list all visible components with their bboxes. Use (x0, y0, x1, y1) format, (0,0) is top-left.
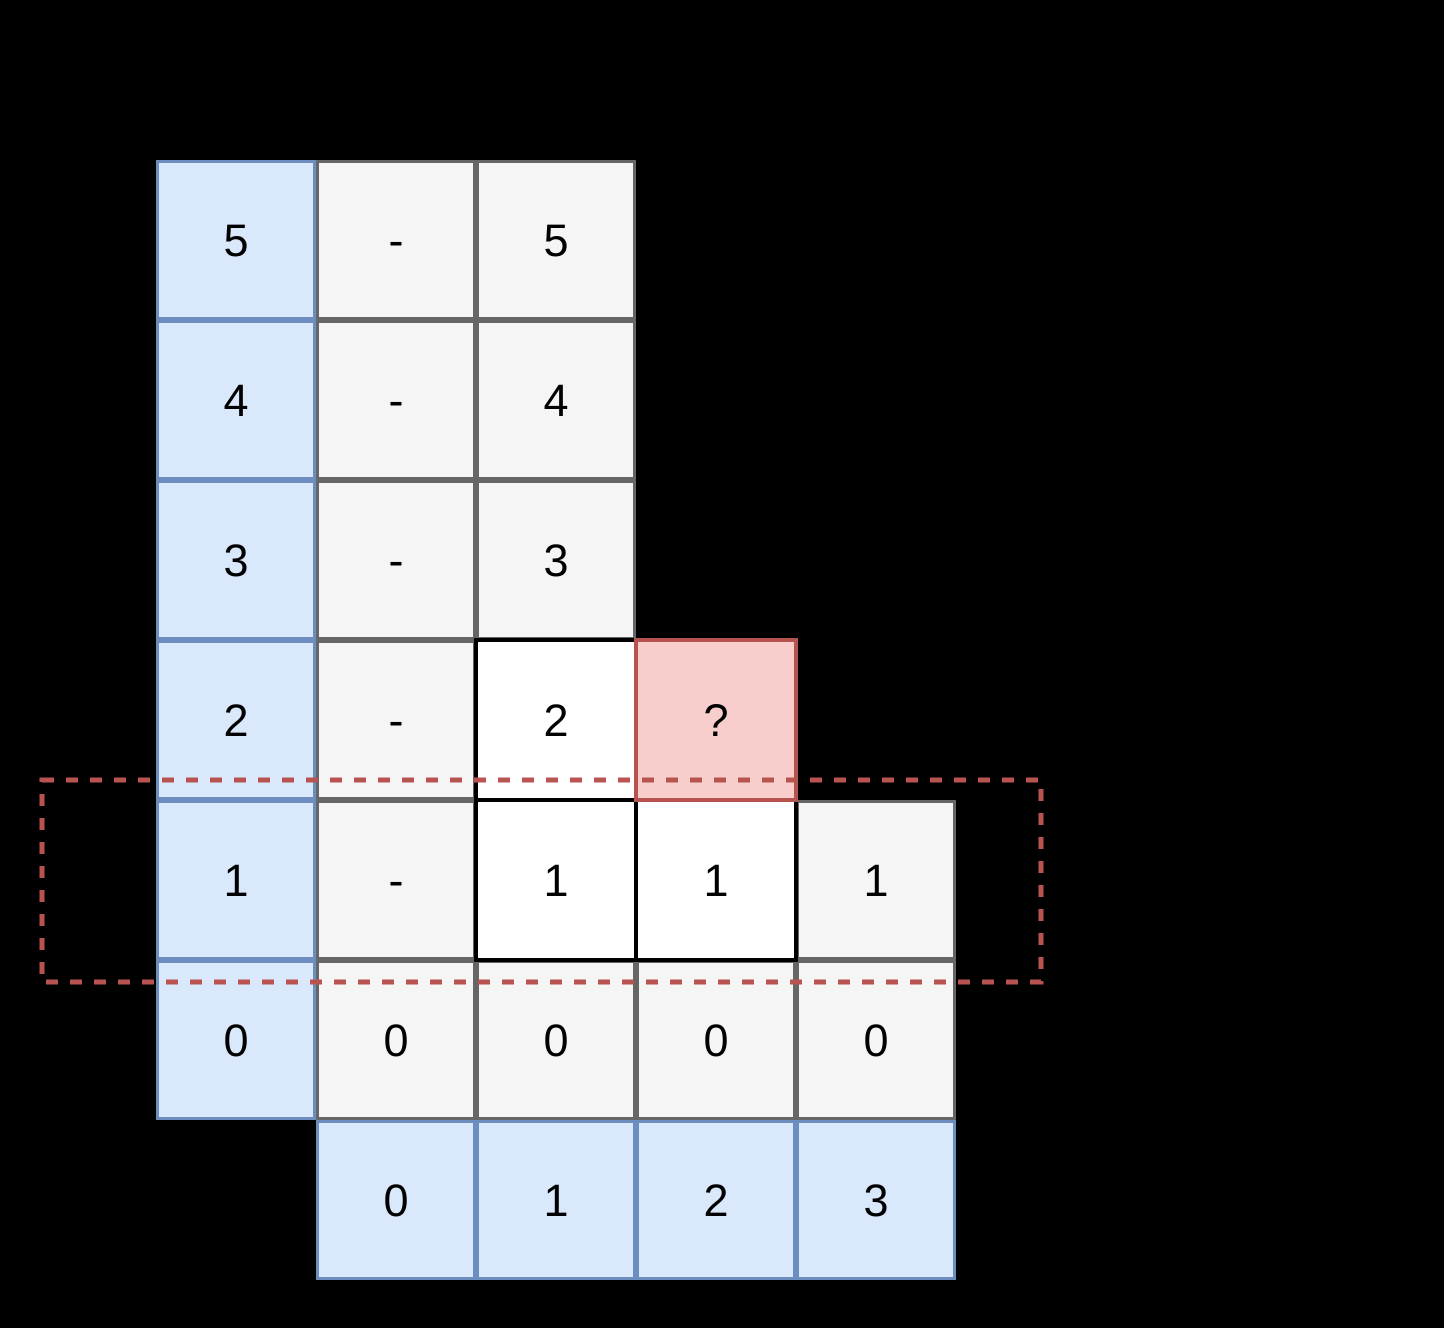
value-cell: 4 (476, 320, 636, 480)
value-cell: 0 (316, 960, 476, 1120)
computed-value-cell: 2 (474, 638, 638, 802)
unknown-value-cell: ? (634, 638, 798, 802)
value-cell: - (316, 800, 476, 960)
computed-value-cell: 1 (634, 798, 798, 962)
row-label-cell: 4 (156, 320, 316, 480)
column-label-cell: 3 (796, 1120, 956, 1280)
column-label-cell: 0 (316, 1120, 476, 1280)
value-cell: - (316, 160, 476, 320)
value-cell: 0 (476, 960, 636, 1120)
row-label-cell: 3 (156, 480, 316, 640)
value-cell: 0 (636, 960, 796, 1120)
row-label-cell: 2 (156, 640, 316, 800)
column-label-cell: 2 (636, 1120, 796, 1280)
value-cell: 1 (796, 800, 956, 960)
row-label-cell: 0 (156, 960, 316, 1120)
value-cell: - (316, 480, 476, 640)
column-label-cell: 1 (476, 1120, 636, 1280)
row-label-cell: 5 (156, 160, 316, 320)
value-cell: - (316, 640, 476, 800)
computed-value-cell: 1 (474, 798, 638, 962)
row-label-cell: 1 (156, 800, 316, 960)
value-cell: 3 (476, 480, 636, 640)
value-cell: - (316, 320, 476, 480)
value-cell: 5 (476, 160, 636, 320)
value-cell: 0 (796, 960, 956, 1120)
